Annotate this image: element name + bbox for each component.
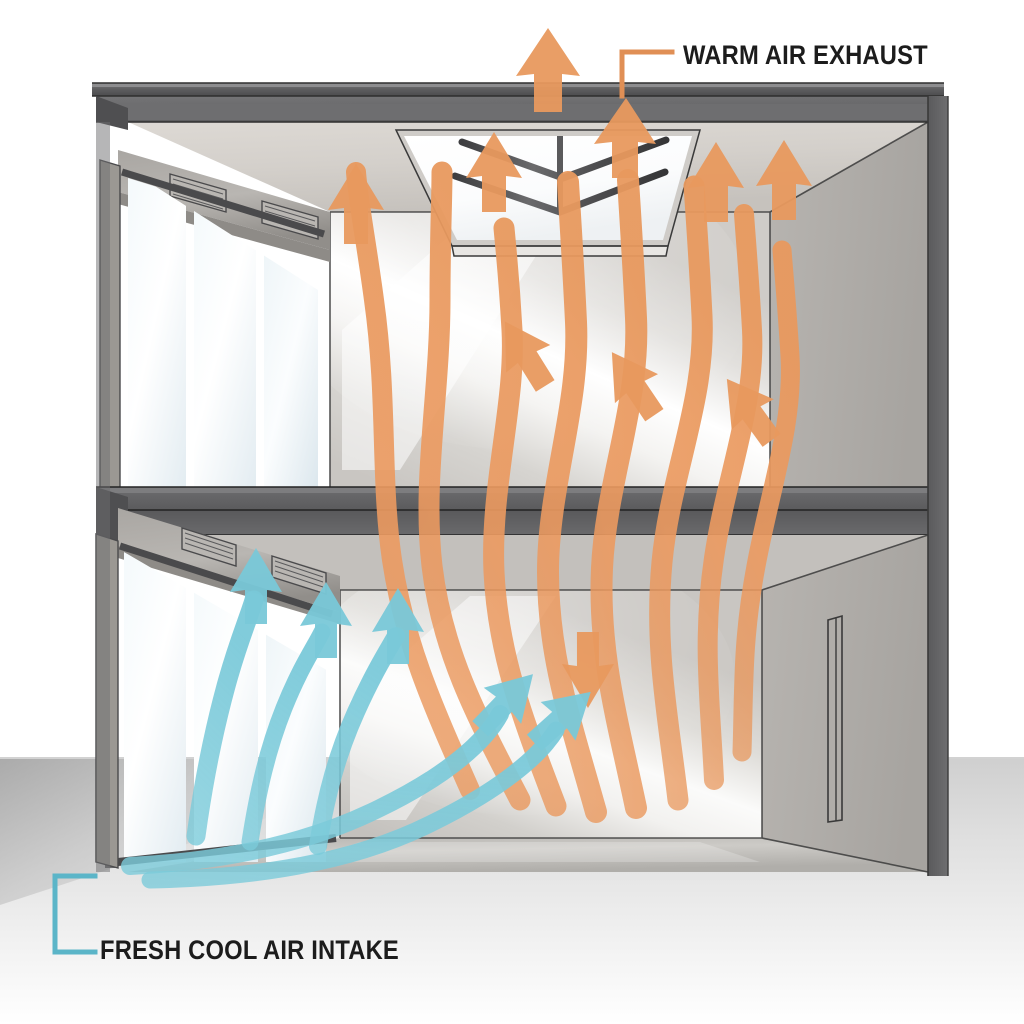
- warm-stream-2: [418, 161, 531, 811]
- cool-head-1: [230, 548, 282, 624]
- warm-stream-6: [649, 175, 713, 811]
- warm-label-leader: [619, 49, 675, 99]
- upper-glass-pane-1: [128, 178, 186, 500]
- upper-glass-pane-3: [264, 221, 318, 500]
- lower-vent-grille-1: [181, 527, 237, 567]
- warm-head-up-2: [466, 132, 522, 212]
- cool-head-5: [526, 691, 591, 751]
- upper-right-wall: [770, 122, 928, 510]
- warm-head-roof-1: [516, 28, 580, 112]
- warm-head-up-1: [328, 164, 384, 244]
- upper-head-rail: [120, 168, 326, 238]
- lower-right-wall: [762, 535, 928, 872]
- warm-air-exhaust-label: WARM AIR EXHAUST: [683, 40, 928, 70]
- upper-glass-pane-2: [194, 199, 256, 500]
- lower-head-rail: [118, 542, 334, 618]
- warm-head-up-3: [688, 142, 744, 222]
- warm-head-up-4: [756, 140, 812, 220]
- cool-stream-4: [121, 705, 509, 875]
- left-cut-wall: [96, 122, 110, 872]
- cool-head-4: [472, 674, 534, 737]
- right-cut-wall: [927, 96, 949, 876]
- cool-stream-2: [241, 623, 331, 851]
- lower-glass-pane-1: [124, 552, 186, 862]
- roof-inner-band: [112, 104, 928, 120]
- warm-arrowheads: [328, 28, 812, 708]
- warm-stream-7: [697, 204, 763, 790]
- upper-mullions: [121, 176, 325, 500]
- cool-head-2: [300, 582, 352, 658]
- roof-cut-left: [96, 96, 128, 130]
- cool-stream-5: [141, 721, 565, 889]
- upper-curtain-wall[interactable]: [99, 150, 330, 506]
- warm-head-mid-2: [611, 352, 664, 422]
- fresh-cool-air-intake-label: FRESH COOL AIR INTAKE: [100, 935, 399, 965]
- warm-head-mid-1: [504, 321, 555, 392]
- warm-stream-8: [732, 240, 800, 762]
- cool-stream-3: [309, 627, 405, 855]
- cool-arrowheads: [230, 548, 591, 751]
- warm-stream-5: [590, 169, 648, 819]
- warm-head-mid-3: [726, 378, 781, 447]
- interior-door[interactable]: [827, 614, 843, 823]
- warm-head-down-1: [562, 632, 614, 708]
- cool-head-3: [372, 588, 424, 664]
- cool-label-leader: [52, 873, 98, 955]
- roof-assembly: [92, 82, 944, 130]
- warm-head-roof-2: [594, 98, 656, 178]
